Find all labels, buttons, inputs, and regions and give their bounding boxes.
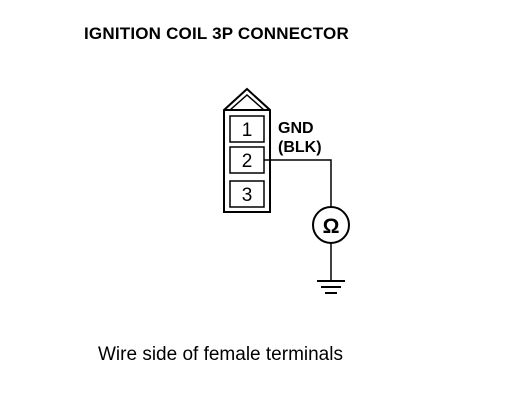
terminal-label-gnd: GND [278,120,314,137]
ground-icon [317,280,345,294]
pin-number-3: 3 [242,185,253,206]
terminal-cell-2 [229,146,265,174]
ohm-symbol: Ω [323,215,340,238]
pin-number-1: 1 [242,120,253,141]
terminal-cell-3 [229,180,265,208]
terminal-label-wire-color: (BLK) [278,139,322,156]
pin-number-2: 2 [242,151,253,172]
diagram-caption: Wire side of female terminals [98,344,343,365]
connector-tab-inner [229,93,265,111]
terminal-cell-1 [229,115,265,143]
wire-to-ohmmeter [264,159,332,207]
diagram-title: IGNITION COIL 3P CONNECTOR [84,24,349,43]
